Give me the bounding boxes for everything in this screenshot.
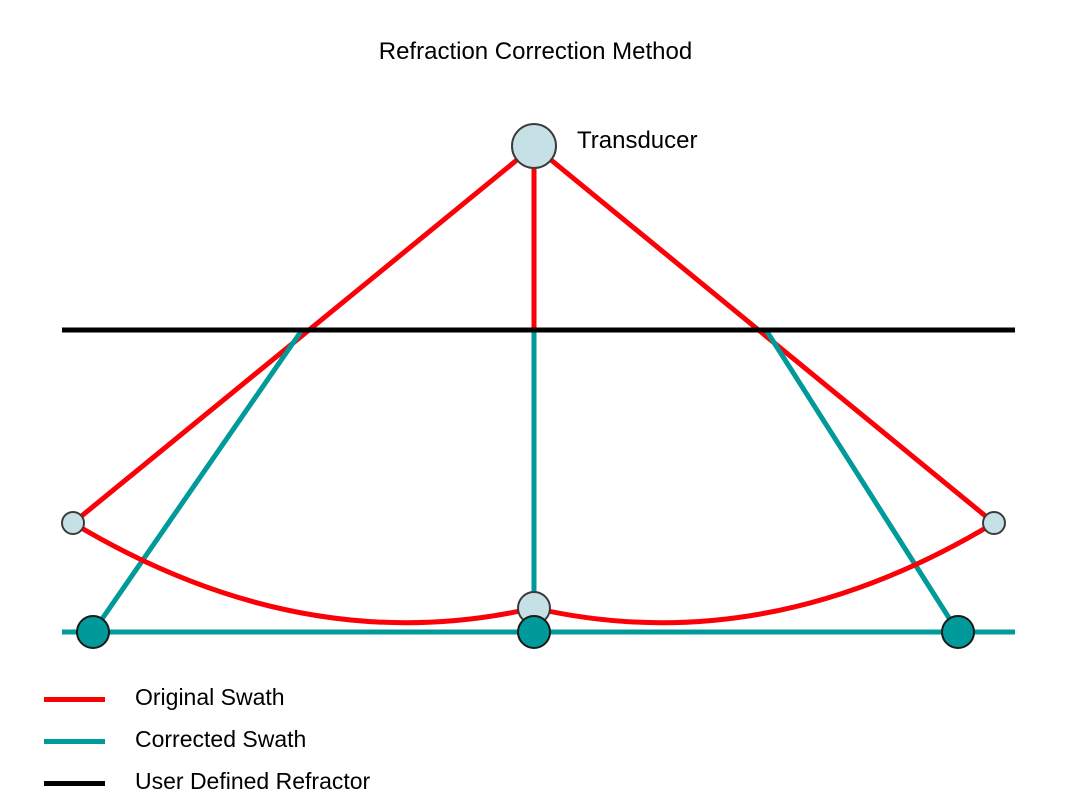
page-title: Refraction Correction Method — [378, 38, 693, 65]
legend-label-original-swath: Original Swath — [135, 684, 285, 710]
legend: Original Swath Corrected Swath User Defi… — [44, 682, 544, 808]
legend-label-corrected-swath: Corrected Swath — [135, 726, 307, 752]
original-node-right — [982, 511, 1006, 535]
legend-item-user-defined-refractor: User Defined Refractor — [44, 766, 544, 808]
original-swath-right-ray — [532, 144, 996, 525]
corrected-swath-left-ray — [90, 328, 305, 634]
corrected-swath-right-ray — [763, 328, 961, 634]
original-node-left — [61, 511, 85, 535]
legend-swatch-user-defined-refractor — [44, 781, 105, 786]
corrected-node-right — [941, 615, 975, 649]
legend-swatch-corrected-swath — [44, 739, 105, 744]
legend-swatch-original-swath — [44, 697, 105, 702]
legend-label-user-defined-refractor: User Defined Refractor — [135, 768, 371, 794]
legend-item-corrected-swath: Corrected Swath — [44, 724, 544, 766]
corrected-node-left — [76, 615, 110, 649]
original-swath-left-ray — [71, 144, 536, 525]
transducer-label: Transducer — [577, 127, 698, 154]
transducer-node — [511, 123, 557, 169]
legend-item-original-swath: Original Swath — [44, 682, 544, 724]
corrected-node-nadir — [517, 615, 551, 649]
